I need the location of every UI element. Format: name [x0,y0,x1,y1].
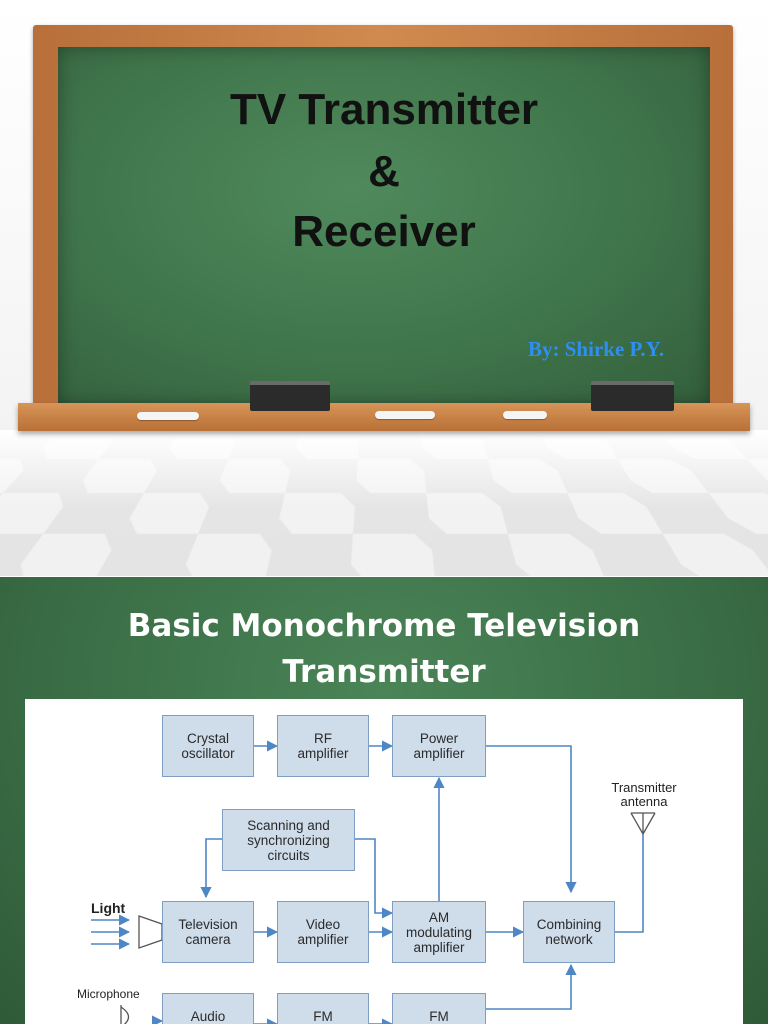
antenna-icon [630,812,656,835]
fm-sound-block: FM sound [392,993,486,1024]
slide2-title-line-1: Basic Monochrome Television [127,608,641,644]
transmitter-slide: Basic Monochrome Television Transmitter [0,577,768,1024]
microphone-icon [120,1005,130,1024]
slide2-title-line-2: Transmitter [282,654,486,690]
block-diagram: Crystal oscillator RF amplifier Power am… [25,699,743,1024]
title-slide: TV Transmitter & Receiver By: Shirke P.Y… [0,0,768,576]
microphone-label: Microphone [77,987,140,1001]
floor-fade [0,430,768,510]
slide-title-line-3: Receiver [292,207,476,256]
combining-network-block: Combining network [523,901,615,963]
wire-scan-to-camera [200,838,222,899]
video-amplifier-block: Video amplifier [277,901,369,963]
camera-lens-icon [138,915,163,949]
wire-sound-to-combining [486,963,577,1010]
light-label: Light [91,900,126,916]
author-byline: By: Shirke P.Y. [528,337,665,361]
transmitter-antenna-label: Transmitter antenna [611,780,677,809]
eraser-right [591,381,674,411]
crystal-oscillator-block: Crystal oscillator [162,715,254,777]
wire-scan-to-am [355,838,394,919]
chalk-piece [503,411,547,419]
scanning-circuits-block: Scanning and synchronizing circuits [222,809,355,871]
power-amplifier-block: Power amplifier [392,715,486,777]
eraser-left [250,381,330,411]
wire-to-antenna [615,834,644,933]
audio-amplifier-block: Audio amplifier [162,993,254,1024]
fm-modulating-block: FM modulating [277,993,369,1024]
diagram-wires [91,740,656,1024]
chalk-piece [375,411,435,419]
television-camera-block: Television camera [162,901,254,963]
slide-title-line-2: & [368,147,400,196]
am-modulating-amplifier-block: AM modulating amplifier [392,901,486,963]
rf-amplifier-block: RF amplifier [277,715,369,777]
wire-power-to-combining [486,745,577,894]
slide-title-line-1: TV Transmitter [229,85,539,134]
chalkboard [58,47,710,405]
chalk-piece [137,412,199,420]
